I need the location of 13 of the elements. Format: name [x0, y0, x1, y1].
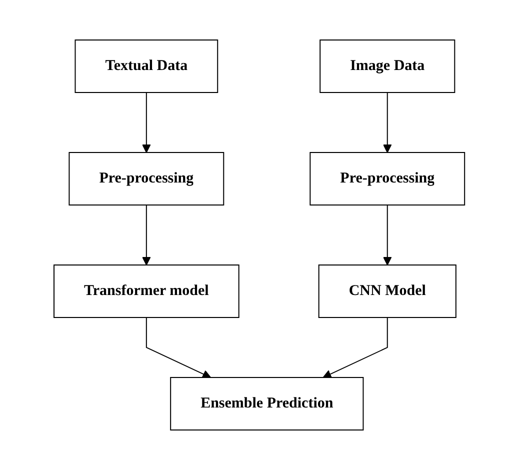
node-box: Pre-processing — [68, 152, 224, 206]
node-box: Image Data — [320, 40, 456, 93]
node-box: Textual Data — [74, 40, 218, 93]
arrow — [146, 317, 212, 378]
node-box: Ensemble Prediction — [170, 376, 364, 430]
node-box: Transformer model — [54, 264, 240, 318]
arrow — [383, 204, 392, 266]
arrow — [142, 92, 152, 153]
arrow — [322, 317, 388, 378]
node-box: Pre-processing — [310, 152, 466, 206]
arrow — [383, 92, 392, 153]
arrow — [142, 204, 152, 266]
node-box: CNN Model — [318, 264, 457, 318]
